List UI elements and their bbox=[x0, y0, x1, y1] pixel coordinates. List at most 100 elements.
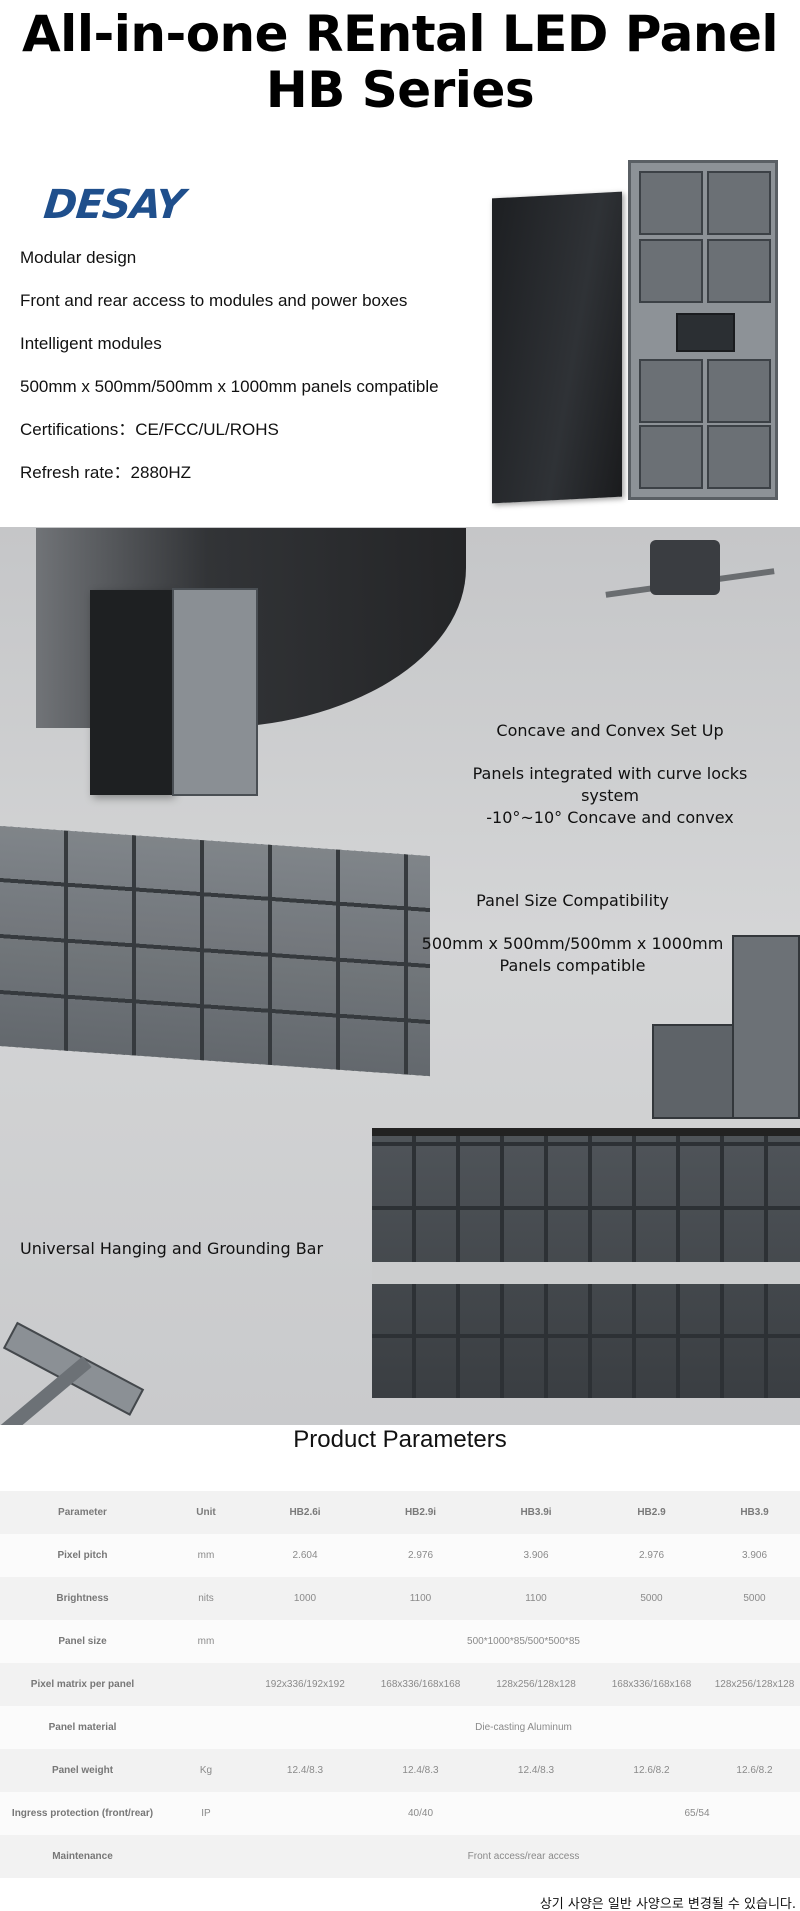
parameters-title: Product Parameters bbox=[293, 1426, 507, 1453]
feature-item: Refresh rate：2880HZ bbox=[20, 463, 192, 482]
concave-line-2: -10°~10° Concave and convex bbox=[486, 808, 734, 827]
header-cell: HB2.9 bbox=[594, 1491, 709, 1534]
table-cell: 12.4/8.3 bbox=[363, 1749, 478, 1792]
size-section: Panel Size Compatibility 500mm x 500mm/5… bbox=[405, 890, 740, 977]
feature-item: Certifications：CE/FCC/UL/ROHS bbox=[20, 420, 279, 439]
header-cell: Unit bbox=[165, 1491, 247, 1534]
table-cell: 3.906 bbox=[709, 1534, 800, 1577]
table-cell: 12.6/8.2 bbox=[709, 1749, 800, 1792]
title-line-1: All-in-one REntal LED Panel bbox=[21, 5, 779, 63]
spacer bbox=[405, 912, 740, 933]
table-cell: 128x256/128x128 bbox=[478, 1663, 594, 1706]
page-title: All-in-one REntal LED Panel HB Series bbox=[0, 0, 800, 118]
header-cell: HB3.9 bbox=[709, 1491, 800, 1534]
led-panel-rear-image bbox=[628, 160, 778, 500]
row-label: Maintenance bbox=[0, 1835, 165, 1878]
row-label: Pixel pitch bbox=[0, 1534, 165, 1577]
table-cell bbox=[165, 1706, 247, 1749]
table-cell: 168x336/168x168 bbox=[363, 1663, 478, 1706]
table-cell: 2.976 bbox=[363, 1534, 478, 1577]
table-cell: 500*1000*85/500*500*85 bbox=[247, 1620, 800, 1663]
table-cell: 12.6/8.2 bbox=[594, 1749, 709, 1792]
row-label: Ingress protection (front/rear) bbox=[0, 1792, 165, 1835]
table-cell: 3.906 bbox=[478, 1534, 594, 1577]
table-row: Panel material Die-casting Aluminum bbox=[0, 1706, 800, 1749]
table-cell: 12.4/8.3 bbox=[478, 1749, 594, 1792]
panel-cell bbox=[639, 239, 703, 303]
table-cell: Die-casting Aluminum bbox=[247, 1706, 800, 1749]
table-cell: nits bbox=[165, 1577, 247, 1620]
spacer bbox=[450, 742, 770, 763]
table-cell: 5000 bbox=[709, 1577, 800, 1620]
table-cell: IP bbox=[165, 1792, 247, 1835]
header-cell: Parameter bbox=[0, 1491, 165, 1534]
header-cell: HB2.6i bbox=[247, 1491, 363, 1534]
row-label: Panel weight bbox=[0, 1749, 165, 1792]
hanging-section: Universal Hanging and Grounding Bar bbox=[20, 1238, 323, 1260]
spec-footnote: 상기 사양은 일반 사양으로 변경될 수 있습니다. bbox=[539, 1897, 796, 1911]
table-cell: 2.604 bbox=[247, 1534, 363, 1577]
panel-cell bbox=[639, 359, 703, 423]
curve-lock-image bbox=[650, 540, 720, 595]
panel-cell bbox=[707, 239, 771, 303]
concave-title: Concave and Convex Set Up bbox=[496, 721, 724, 740]
size-line-2: Panels compatible bbox=[499, 956, 646, 975]
table-cell: 40/40 bbox=[247, 1792, 594, 1835]
row-label: Panel material bbox=[0, 1706, 165, 1749]
table-cell: 2.976 bbox=[594, 1534, 709, 1577]
table-row: Panel weight Kg 12.4/8.3 12.4/8.3 12.4/8… bbox=[0, 1749, 800, 1792]
table-row: Brightness nits 1000 1100 1100 5000 5000 bbox=[0, 1577, 800, 1620]
table-cell: 1000 bbox=[247, 1577, 363, 1620]
size-title: Panel Size Compatibility bbox=[476, 891, 669, 910]
table-row: Ingress protection (front/rear) IP 40/40… bbox=[0, 1792, 800, 1835]
table-cell: Kg bbox=[165, 1749, 247, 1792]
table-cell: mm bbox=[165, 1534, 247, 1577]
row-label: Pixel matrix per panel bbox=[0, 1663, 165, 1706]
tall-panel-image bbox=[732, 935, 800, 1119]
panel-cell bbox=[707, 171, 771, 235]
row-label: Panel size bbox=[0, 1620, 165, 1663]
page-header: All-in-one REntal LED Panel HB Series bbox=[0, 0, 800, 130]
table-cell: 12.4/8.3 bbox=[247, 1749, 363, 1792]
title-line-2: HB Series bbox=[265, 61, 535, 119]
feature-item: Front and rear access to modules and pow… bbox=[20, 291, 408, 310]
table-row: Maintenance Front access/rear access bbox=[0, 1835, 800, 1878]
table-cell bbox=[165, 1835, 247, 1878]
concave-line-1: Panels integrated with curve locks syste… bbox=[472, 764, 748, 805]
table-cell: 168x336/168x168 bbox=[594, 1663, 709, 1706]
panel-grid-image bbox=[0, 826, 430, 1077]
header-cell: HB2.9i bbox=[363, 1491, 478, 1534]
concave-section: Concave and Convex Set Up Panels integra… bbox=[450, 720, 770, 829]
table-cell: 1100 bbox=[363, 1577, 478, 1620]
row-label: Brightness bbox=[0, 1577, 165, 1620]
parameters-section: Product Parameters Parameter Unit HB2.6i… bbox=[0, 1425, 800, 1911]
panel-cell bbox=[639, 171, 703, 235]
table-row: Panel size mm 500*1000*85/500*500*85 bbox=[0, 1620, 800, 1663]
table-cell: Front access/rear access bbox=[247, 1835, 800, 1878]
panel-cell bbox=[707, 359, 771, 423]
feature-list: Modular design Front and rear access to … bbox=[20, 248, 439, 506]
table-cell: 1100 bbox=[478, 1577, 594, 1620]
spec-table: Parameter Unit HB2.6i HB2.9i HB3.9i HB2.… bbox=[0, 1491, 800, 1878]
size-line-1: 500mm x 500mm/500mm x 1000mm bbox=[421, 934, 724, 953]
panel-hub bbox=[676, 313, 735, 352]
brand-logo: DESAY bbox=[41, 182, 187, 228]
small-panel-image bbox=[652, 1024, 734, 1119]
table-cell: 5000 bbox=[594, 1577, 709, 1620]
panel-cell bbox=[639, 425, 703, 489]
curved-panel-front-image bbox=[90, 590, 172, 795]
table-cell: 192x336/192x192 bbox=[247, 1663, 363, 1706]
hanging-title: Universal Hanging and Grounding Bar bbox=[20, 1239, 324, 1258]
table-cell: 128x256/128x128 bbox=[709, 1663, 800, 1706]
table-header-row: Parameter Unit HB2.6i HB2.9i HB3.9i HB2.… bbox=[0, 1491, 800, 1534]
led-panel-front-image bbox=[492, 191, 622, 504]
table-cell bbox=[165, 1663, 247, 1706]
table-row: Pixel pitch mm 2.604 2.976 3.906 2.976 3… bbox=[0, 1534, 800, 1577]
feature-item: Intelligent modules bbox=[20, 334, 162, 353]
feature-item: Modular design bbox=[20, 248, 137, 267]
curved-panel-rear-image bbox=[172, 588, 258, 796]
table-row: Pixel matrix per panel 192x336/192x192 1… bbox=[0, 1663, 800, 1706]
hanging-wall-gap bbox=[372, 1262, 800, 1284]
header-cell: HB3.9i bbox=[478, 1491, 594, 1534]
